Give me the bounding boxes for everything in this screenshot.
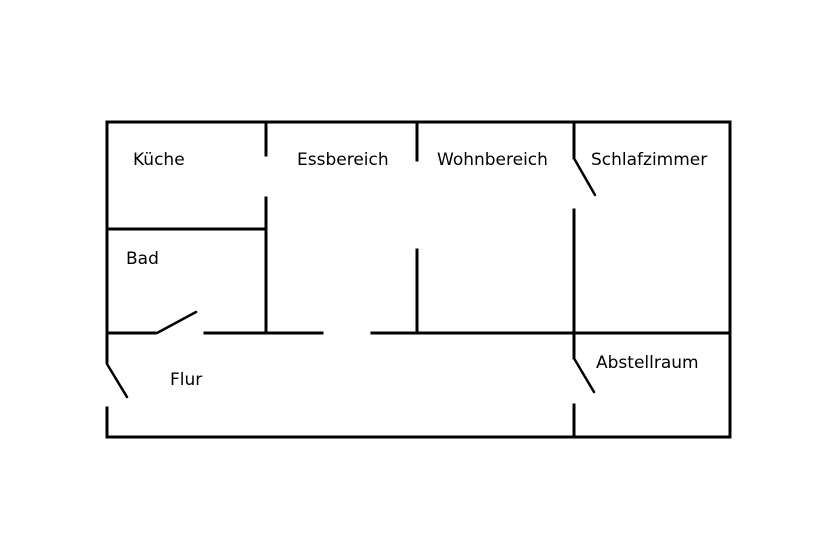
- room-labels: Küche Essbereich Wohnbereich Schlafzimme…: [126, 150, 707, 390]
- interior-walls: [105, 120, 732, 439]
- door-abstellraum: [573, 358, 596, 394]
- room-label-essbereich: Essbereich: [297, 150, 389, 170]
- door-entrance: [105, 362, 129, 399]
- doors: [105, 158, 597, 399]
- room-label-abstellraum: Abstellraum: [596, 353, 699, 373]
- door-bad: [155, 310, 198, 335]
- room-label-kueche: Küche: [133, 150, 185, 170]
- room-label-bad: Bad: [126, 249, 159, 269]
- door-schlafzimmer: [573, 158, 597, 197]
- room-label-flur: Flur: [170, 370, 202, 390]
- room-label-wohnbereich: Wohnbereich: [437, 150, 548, 170]
- room-label-schlafzimmer: Schlafzimmer: [591, 150, 707, 170]
